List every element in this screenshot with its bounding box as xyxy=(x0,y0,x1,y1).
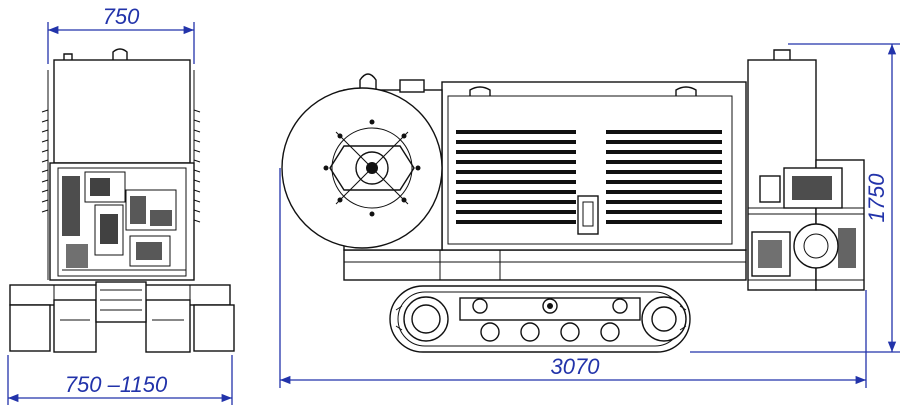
crawler-track xyxy=(389,285,691,353)
side-view: 1750 3070 xyxy=(279,43,900,388)
right-cabinet xyxy=(747,49,865,291)
front-width-dimension: 750 xyxy=(47,4,195,64)
louver-panel-left xyxy=(456,130,576,224)
front-width-label: 750 xyxy=(103,4,140,29)
length-label: 3070 xyxy=(551,354,601,379)
height-dimension: 1750 xyxy=(690,43,900,353)
track-width-dimension: 750 –1150 xyxy=(7,355,233,405)
louver-panel-right xyxy=(606,130,722,224)
height-label: 1750 xyxy=(864,173,889,223)
length-dimension: 3070 xyxy=(279,168,867,388)
track-width-label: 750 –1150 xyxy=(65,372,168,397)
cable-drum xyxy=(281,87,443,249)
generator-housing xyxy=(441,81,747,251)
front-engine-detail xyxy=(57,167,187,277)
front-view: 750 750 –1150 xyxy=(7,4,235,405)
front-tracks xyxy=(9,281,235,353)
